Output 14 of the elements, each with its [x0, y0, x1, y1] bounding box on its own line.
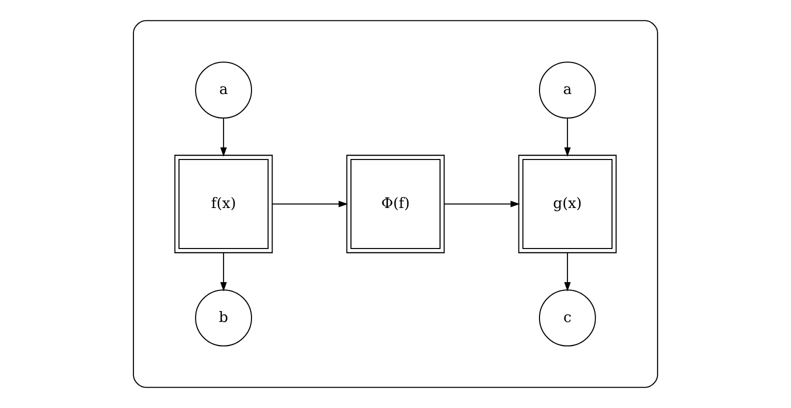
arrow: [564, 252, 571, 292]
node-box: g(x): [518, 154, 617, 254]
cluster: [132, 20, 658, 388]
node-circle: a: [195, 62, 252, 119]
arrow: [444, 200, 520, 208]
node-box: f(x): [174, 154, 273, 254]
arrow: [564, 118, 571, 157]
arrow: [220, 252, 227, 292]
arrow: [272, 200, 348, 208]
node-box: Φ(f): [346, 154, 445, 254]
node-circle: c: [538, 289, 596, 346]
arrow: [220, 118, 227, 157]
node-circle: b: [195, 289, 252, 346]
node-circle: a: [538, 62, 596, 119]
